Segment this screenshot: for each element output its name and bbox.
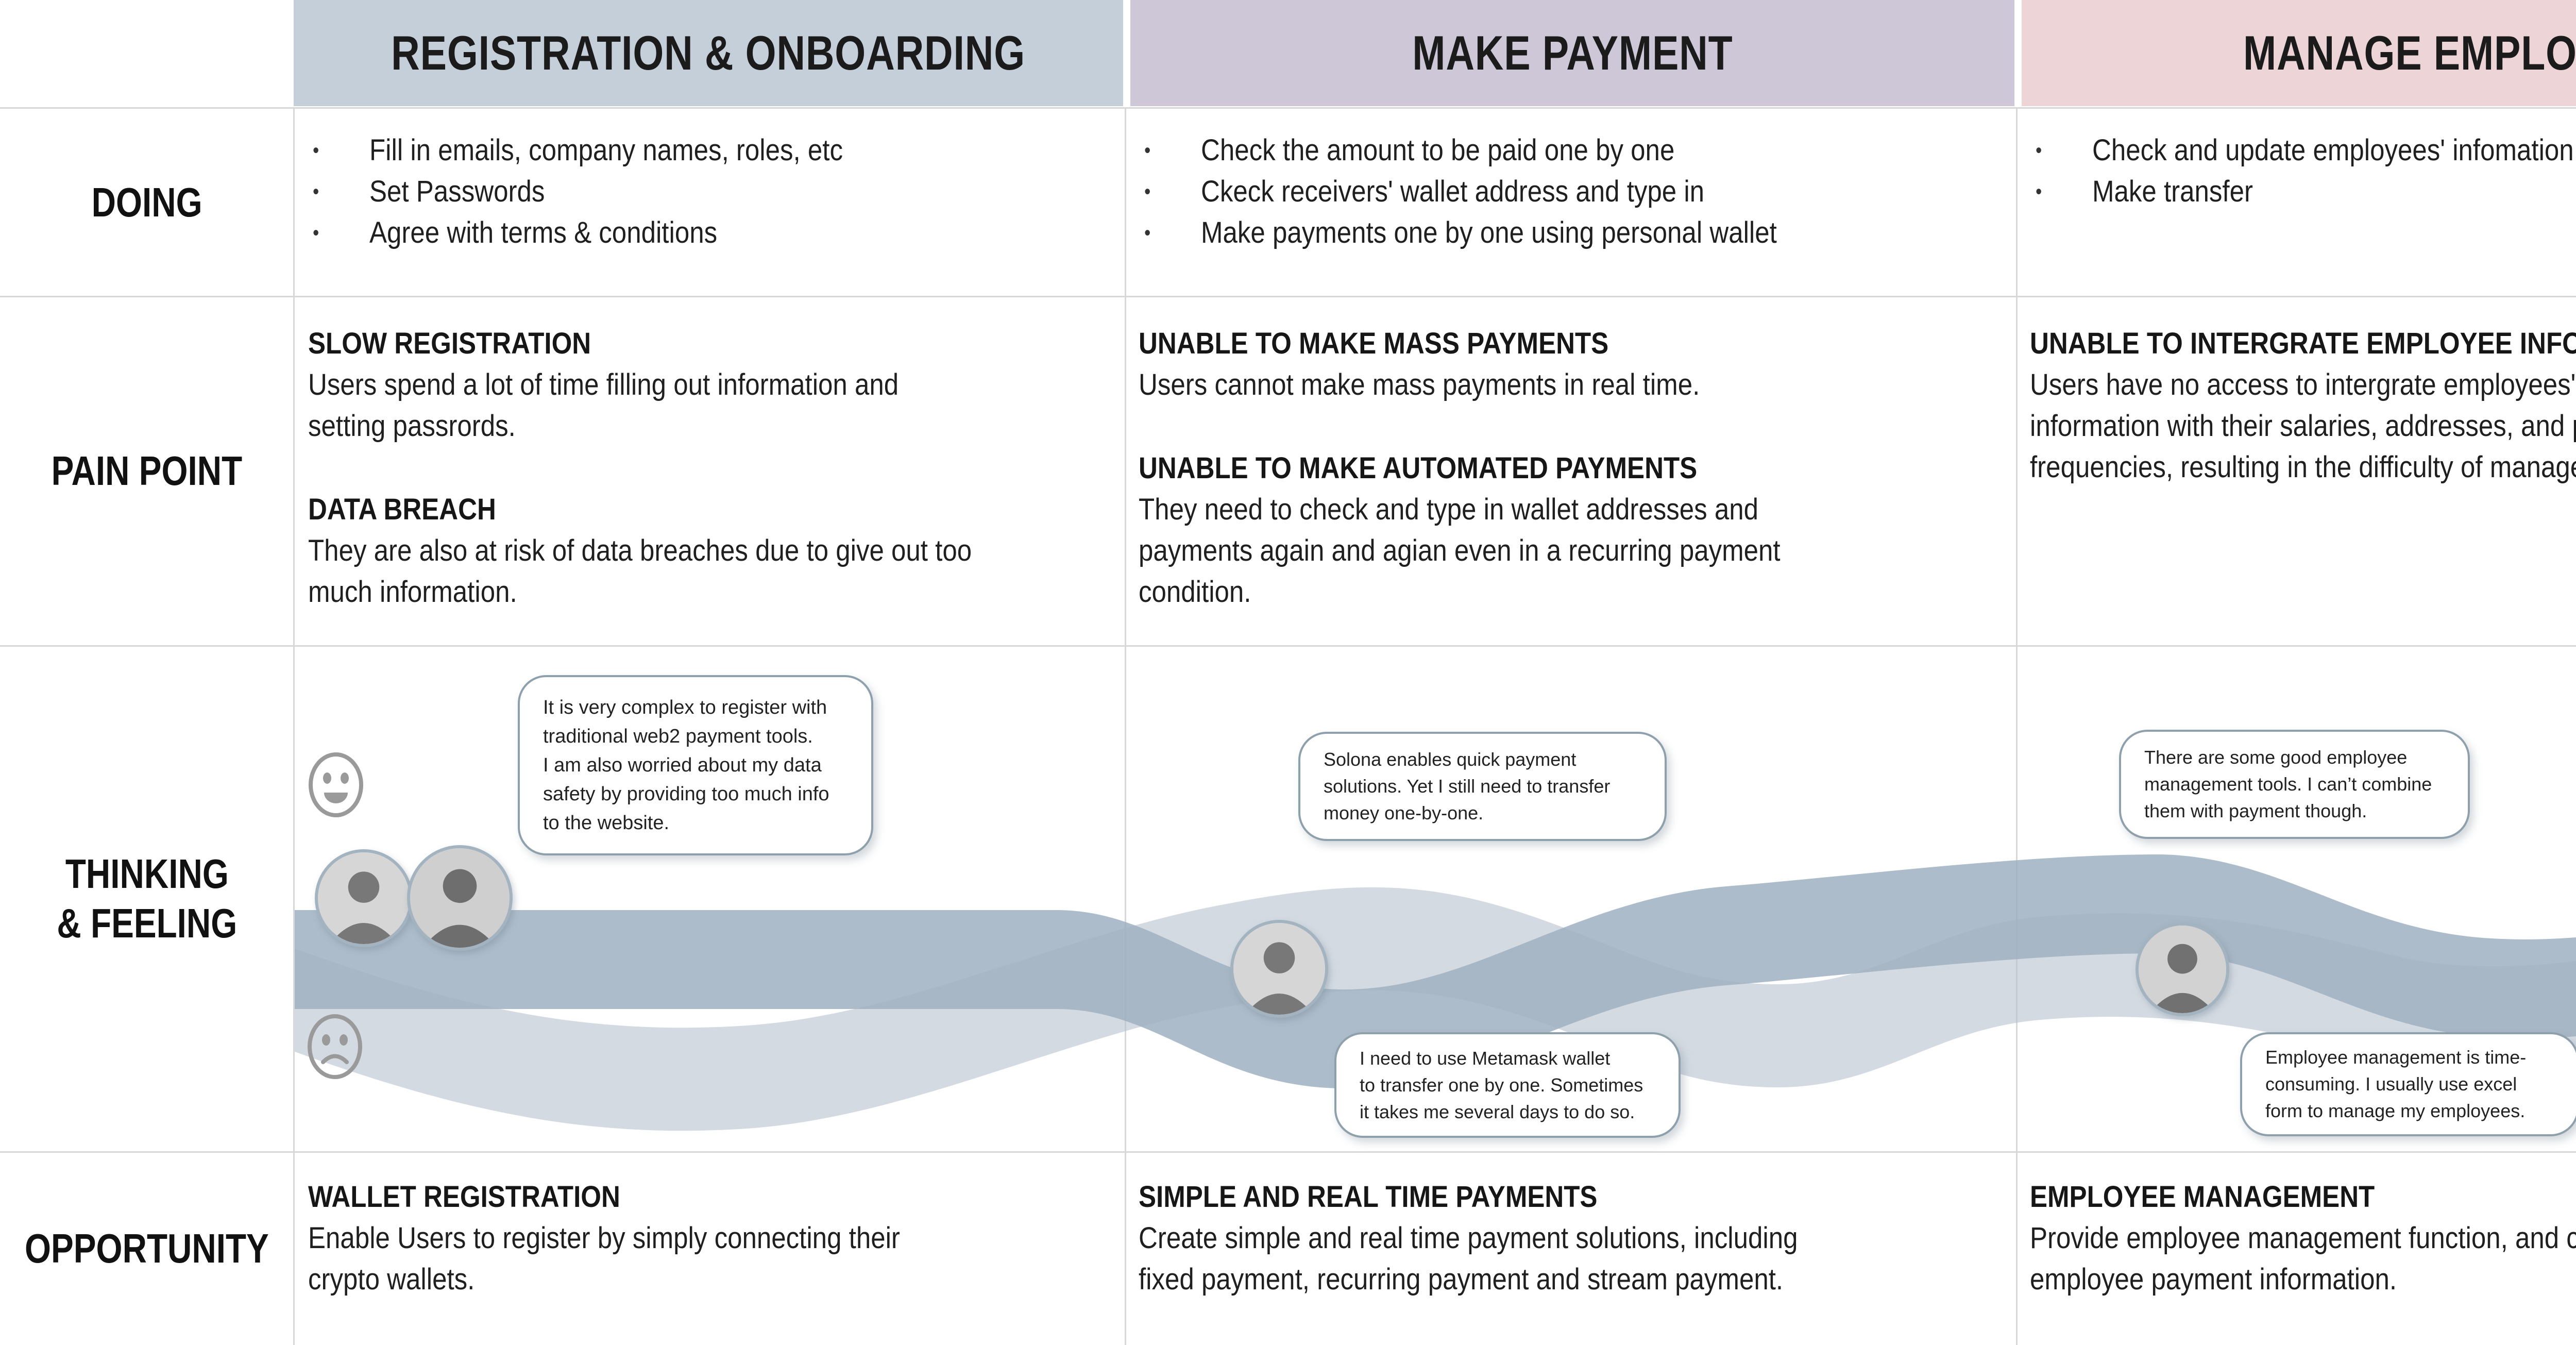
stage-title: MAKE PAYMENT xyxy=(1412,26,1733,80)
stage-header-registration-onboarding: REGISTRATION & ONBOARDING xyxy=(294,0,1123,106)
bullet-icon: • xyxy=(2035,139,2042,162)
grid-line-vertical xyxy=(293,108,295,1345)
grid-line-horizontal xyxy=(0,107,2576,109)
speech-bubble: Employee management is time- consuming. … xyxy=(2240,1032,2576,1136)
sad-face-icon xyxy=(307,1013,363,1080)
avatar-photo xyxy=(1230,920,1328,1018)
opportunity: EMPLOYEE MANAGEMENT Provide employee man… xyxy=(2030,1180,2576,1296)
grid-line-horizontal xyxy=(0,1151,2576,1153)
happy-face-icon xyxy=(308,751,364,818)
bullet-icon: • xyxy=(312,222,319,244)
row-label-opportunity: OPPORTUNITY xyxy=(25,1225,269,1271)
doing-cell-manage-employees: •Check and update employees' infomation … xyxy=(2016,108,2576,296)
doing-item: •Check and update employees' infomation xyxy=(2016,130,2576,171)
doing-item: •Set Passwords xyxy=(294,171,1100,212)
pain-cell-manage-employees: UNABLE TO INTERGRATE EMPLOYEE INFO WITH … xyxy=(2016,296,2576,646)
avatar-photo xyxy=(315,849,413,947)
row-label-thinking-feeling: THINKING & FEELING xyxy=(57,851,237,946)
doing-item: •Agree with terms & conditions xyxy=(294,212,1100,254)
pain-cell-registration: SLOW REGISTRATION Users spend a lot of t… xyxy=(294,296,1125,646)
pain-point: SLOW REGISTRATION Users spend a lot of t… xyxy=(308,327,899,443)
doing-item: •Make transfer xyxy=(2016,171,2576,212)
doing-item: •Fill in emails, company names, roles, e… xyxy=(294,130,1100,171)
bullet-icon: • xyxy=(1144,222,1151,244)
opportunity: WALLET REGISTRATION Enable Users to regi… xyxy=(308,1180,900,1296)
grid-line-horizontal xyxy=(0,645,2576,647)
speech-bubble: I need to use Metamask wallet to transfe… xyxy=(1334,1032,1681,1138)
bullet-icon: • xyxy=(2035,180,2042,203)
stage-title: MANAGE EMPLOYEES xyxy=(2243,26,2576,80)
avatar-photo xyxy=(2136,922,2229,1016)
bullet-icon: • xyxy=(312,180,319,203)
speech-bubble: It is very complex to register with trad… xyxy=(518,675,873,855)
bullet-icon: • xyxy=(312,139,319,162)
opportunity-cell-manage-employees: EMPLOYEE MANAGEMENT Provide employee man… xyxy=(2016,1152,2576,1345)
pain-point: UNABLE TO MAKE MASS PAYMENTS Users canno… xyxy=(1139,327,1700,401)
bullet-icon: • xyxy=(1144,180,1151,203)
speech-bubble: Solona enables quick payment solutions. … xyxy=(1298,732,1667,841)
grid-line-vertical xyxy=(1125,108,1126,1345)
pain-point: DATA BREACH They are also at risk of dat… xyxy=(308,493,972,609)
doing-item: •Check the amount to be paid one by one xyxy=(1125,130,1991,171)
doing-item: •Ckeck receivers' wallet address and typ… xyxy=(1125,171,1991,212)
row-label-doing: DOING xyxy=(91,179,202,225)
doing-cell-registration: •Fill in emails, company names, roles, e… xyxy=(294,108,1125,296)
stage-title: REGISTRATION & ONBOARDING xyxy=(391,26,1026,80)
stage-header-manage-employees: MANAGE EMPLOYEES xyxy=(2022,0,2576,106)
opportunity-cell-registration: WALLET REGISTRATION Enable Users to regi… xyxy=(294,1152,1125,1345)
opportunity: SIMPLE AND REAL TIME PAYMENTS Create sim… xyxy=(1139,1180,1798,1296)
doing-item: •Make payments one by one using personal… xyxy=(1125,212,1991,254)
avatar-photo xyxy=(407,845,513,951)
pain-point: UNABLE TO INTERGRATE EMPLOYEE INFO WITH … xyxy=(2030,327,2576,484)
opportunity-cell-make-payment: SIMPLE AND REAL TIME PAYMENTS Create sim… xyxy=(1125,1152,2016,1345)
doing-cell-make-payment: •Check the amount to be paid one by one … xyxy=(1125,108,2016,296)
bullet-icon: • xyxy=(1144,139,1151,162)
row-label-pain-point: PAIN POINT xyxy=(51,448,243,494)
grid-line-vertical xyxy=(2016,108,2018,1345)
speech-bubble: There are some good employee management … xyxy=(2119,730,2470,839)
pain-cell-make-payment: UNABLE TO MAKE MASS PAYMENTS Users canno… xyxy=(1125,296,2016,646)
pain-point: UNABLE TO MAKE AUTOMATED PAYMENTS They n… xyxy=(1139,451,1781,609)
grid-line-horizontal xyxy=(0,296,2576,297)
stage-header-make-payment: MAKE PAYMENT xyxy=(1130,0,2014,106)
